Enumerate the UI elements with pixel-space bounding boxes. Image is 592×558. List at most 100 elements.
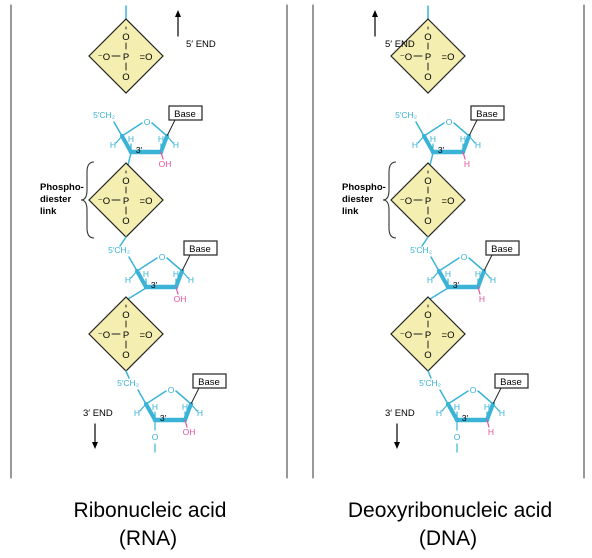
oxygen-atom-bottom: O [424, 216, 431, 227]
base-box [485, 240, 520, 256]
bond-line [429, 287, 449, 300]
two-prime-substituent: H [479, 294, 485, 304]
bond-line [423, 122, 445, 137]
two-prime-substituent: H [464, 159, 470, 169]
bond-line [468, 257, 485, 272]
dna-title: Deoxyribonucleic acid [348, 499, 552, 522]
base-box [494, 373, 529, 389]
ring-oxygen: O [144, 117, 151, 127]
oxygen-double-bond: =O [442, 52, 455, 63]
c5-label: 5′CH₂ [117, 378, 139, 388]
oxygen-double-bond: =O [442, 196, 455, 207]
bond-line [175, 390, 192, 405]
ring-oxygen: O [168, 385, 175, 395]
bond-line [181, 270, 189, 279]
phosphodiester-label: diester [40, 194, 71, 205]
bond-line [486, 419, 490, 428]
bond-line [139, 403, 147, 412]
oxygen-double-bond: =O [140, 330, 153, 341]
bond-line [159, 134, 169, 154]
bracket-line [382, 161, 397, 239]
base-label: Base [198, 377, 220, 388]
bond-line [468, 135, 476, 144]
phosphorus-atom: P [425, 196, 431, 207]
bond-line [151, 122, 168, 137]
base-label: Base [189, 244, 211, 255]
base-box [168, 105, 203, 121]
bond-line [477, 390, 494, 405]
hydrogen-atom: H [475, 269, 481, 279]
five-end-label: 5′ END [385, 39, 415, 50]
base-label: Base [491, 244, 513, 255]
bond-line [415, 121, 425, 137]
c3-label: 3′ [136, 145, 143, 155]
bond-line [160, 151, 164, 160]
oxygen-anion: ⁻O [98, 52, 110, 63]
bond-line [127, 152, 132, 166]
hydrogen-atom: H [143, 269, 149, 279]
bond-line [492, 403, 500, 412]
oxygen-atom-top: O [424, 310, 431, 321]
bond-line [120, 134, 133, 154]
bond-line [492, 387, 502, 405]
oxygen-atom-bottom: O [424, 72, 431, 83]
ring-oxygen: O [446, 117, 453, 127]
bond-line [166, 257, 183, 272]
bond-line [462, 151, 466, 160]
bond-line [125, 370, 130, 379]
arrow-head-icon [394, 442, 400, 449]
bond-line [190, 387, 200, 405]
bond-line [421, 236, 429, 247]
bond-line [136, 257, 158, 272]
phosphorus-atom: P [425, 330, 431, 341]
oxygen-anion: ⁻O [400, 330, 412, 341]
base-box [183, 240, 218, 256]
bond-line [437, 269, 450, 289]
base-box [192, 373, 227, 389]
phosphodiester-label: Phospho- [342, 182, 386, 193]
ring-oxygen: O [470, 385, 477, 395]
two-prime-substituent: OH [183, 427, 196, 437]
bond-line [430, 256, 440, 272]
bond-line [468, 119, 478, 137]
phosphodiester-label: link [342, 206, 359, 217]
bond-line [485, 402, 495, 422]
hydrogen-atom: H [125, 275, 131, 285]
base-box [470, 105, 505, 121]
c3-label: 3′ [438, 145, 445, 155]
ring-oxygen: O [159, 252, 166, 262]
hydrogen-atom: H [158, 134, 164, 144]
c3-label: 3′ [160, 413, 167, 423]
c5-label: 5′CH₂ [108, 245, 130, 255]
base-label: Base [476, 109, 498, 120]
phosphate-group: POO⁻O=O [390, 18, 466, 94]
terminal-oxygen: O [454, 432, 461, 442]
phosphodiester-label: link [40, 206, 57, 217]
terminal-oxygen: O [152, 432, 159, 442]
hydrogen-atom: H [430, 134, 436, 144]
three-end-label: 3′ END [385, 408, 415, 419]
bond-line [427, 370, 432, 379]
arrow-head-icon [92, 442, 98, 449]
hydrogen-atom: H [427, 275, 433, 285]
bond-line [130, 270, 138, 279]
arrow-head-icon [175, 10, 181, 17]
bond-line [137, 389, 147, 405]
ring-oxygen: O [461, 252, 468, 262]
two-prime-substituent: OH [174, 294, 187, 304]
c5-label: 5′CH₂ [419, 378, 441, 388]
hydrogen-atom: H [110, 140, 116, 150]
bond-line [417, 135, 425, 144]
hydrogen-atom: H [173, 140, 179, 150]
bond-line [144, 402, 157, 422]
hydrogen-atom: H [412, 140, 418, 150]
bond-line [174, 269, 184, 289]
oxygen-double-bond: =O [140, 196, 153, 207]
